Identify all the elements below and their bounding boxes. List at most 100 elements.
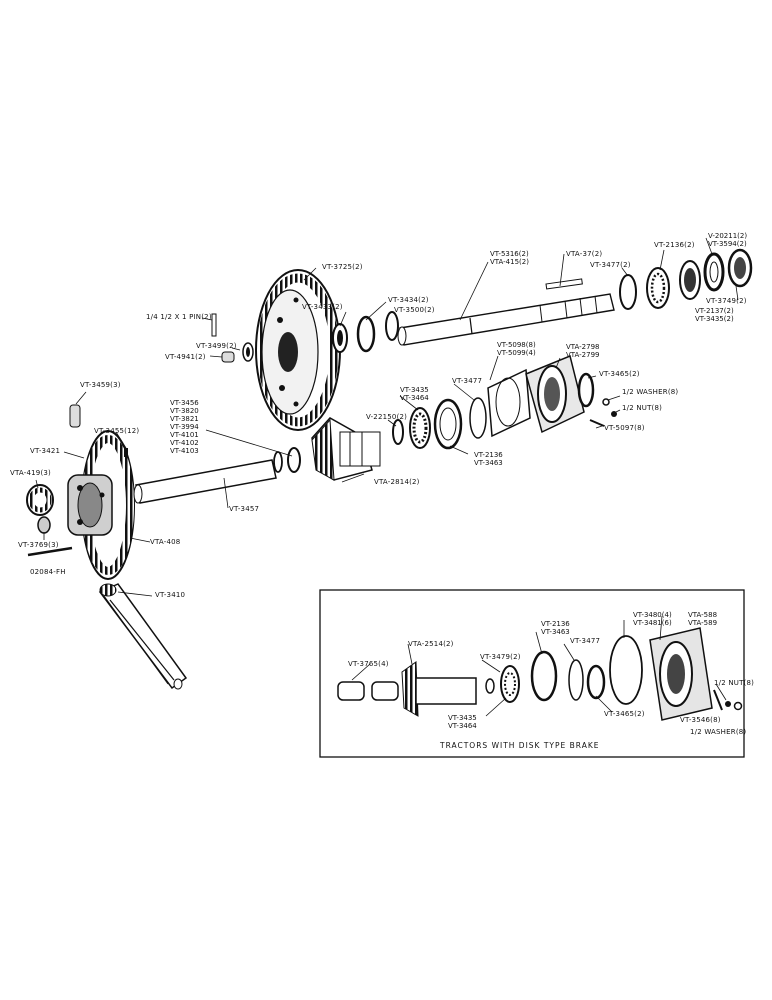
axle-3457 xyxy=(133,459,277,504)
label-vt3465-inset: VT-3465(2) xyxy=(604,710,645,718)
label-vt2136-mid: VT-2136 xyxy=(474,451,503,459)
label-vt3455: VT-3455(12) xyxy=(94,427,140,435)
bevel-gear-2814 xyxy=(311,417,381,481)
label-vt5316-group: VT-5316(2) VTA-415(2) xyxy=(490,250,529,266)
label-vt3434: VT-3434(2) xyxy=(388,296,429,304)
label-vt3477-mid: VT-3477 xyxy=(452,377,483,385)
label-vt5098-group: VT-5098(8) VT-5099(4) xyxy=(497,341,536,357)
small-left-parts xyxy=(211,313,254,363)
stack-item-4: VT-4101 xyxy=(170,431,199,439)
label-vta415: VTA-415(2) xyxy=(490,258,529,266)
washer-top-frac: 1/2 xyxy=(622,388,634,396)
label-vt3765: VT-3765(4) xyxy=(348,660,389,668)
label-vt3464-inset: VT-3464 xyxy=(448,722,477,730)
label-vta2798: VTA-2798 xyxy=(566,343,600,351)
label-vta37: VTA-37(2) xyxy=(566,250,603,258)
washer-3456 xyxy=(273,451,283,473)
label-vt3594: VT-3594(2) xyxy=(708,240,747,248)
label-vt3421: VT-3421 xyxy=(30,447,61,455)
upper-bearings xyxy=(619,248,753,310)
roller-3459 xyxy=(69,404,81,428)
inset-parts xyxy=(337,627,743,721)
washer-inset-text: WASHER(8) xyxy=(704,728,747,736)
label-vt5316: VT-5316(2) xyxy=(490,250,529,258)
label-vt3435-mid: VT-3435 xyxy=(400,386,429,394)
label-nut-inset: 1/2 NUT(8) xyxy=(714,679,754,687)
label-vt3463-inset: VT-3463 xyxy=(541,628,570,636)
label-vt5097: VT-5097(8) xyxy=(604,424,645,432)
label-vt3435-inset: VT-3435 xyxy=(448,714,477,722)
washer-top xyxy=(602,398,610,406)
label-vt3464-mid: VT-3464 xyxy=(400,394,429,402)
label-vta2814: VTA-2814(2) xyxy=(374,478,420,486)
label-02084: 02084-FH xyxy=(30,568,66,576)
ring-22150 xyxy=(392,419,404,445)
inset-caption: TRACTORS WITH DISK TYPE BRAKE xyxy=(440,741,600,750)
nut-top xyxy=(611,411,617,417)
label-vt3477-top: VT-3477(2) xyxy=(590,261,631,269)
label-vt3481: VT-3481(6) xyxy=(633,619,672,627)
label-nut-top: 1/2 NUT(8) xyxy=(622,404,662,412)
upper-shaft xyxy=(397,278,615,346)
mid-upper-bearings xyxy=(332,311,399,353)
label-vt3480-group: VT-3480(4) VT-3481(6) xyxy=(633,611,672,627)
pinion-419 xyxy=(26,484,54,516)
stack-item-5: VT-4102 xyxy=(170,439,199,447)
label-vt3725: VT-3725(2) xyxy=(322,263,363,271)
label-washer-top: 1/2 WASHER(8) xyxy=(622,388,678,396)
label-vt3459: VT-3459(3) xyxy=(80,381,121,389)
label-vt2136-inset: VT-2136 xyxy=(541,620,570,628)
label-vt3749: VT-3749(2) xyxy=(706,297,747,305)
washer-top-text: WASHER(8) xyxy=(636,388,679,396)
label-vt3457: VT-3457 xyxy=(229,505,260,513)
leader-lines xyxy=(35,237,739,717)
label-vta589: VTA-589 xyxy=(688,619,718,627)
label-vta588-group: VTA-588 VTA-589 xyxy=(688,611,717,627)
pin-text: X 1 PIN(2) xyxy=(174,313,212,321)
label-vt3477-inset: VT-3477 xyxy=(570,637,601,645)
label-vt3499: VT-3499(2) xyxy=(196,342,237,350)
label-vt2137: VT-2137(2) xyxy=(695,307,734,315)
label-vt3500: VT-3500(2) xyxy=(394,306,435,314)
label-vt4941: VT-4941(2) xyxy=(165,353,206,361)
label-vt3463-mid: VT-3463 xyxy=(474,459,503,467)
label-vt3546: VT-3546(8) xyxy=(680,716,721,724)
label-washer-inset: 1/2 WASHER(8) xyxy=(690,728,746,736)
label-vt3480: VT-3480(4) xyxy=(633,611,672,619)
label-vt3435-group: VT-3435 VT-3464 xyxy=(400,386,429,402)
pin-frac-1: 1/4 xyxy=(146,313,158,321)
label-vta2514: VTA-2514(2) xyxy=(408,640,454,648)
ring-3465-top xyxy=(577,372,595,408)
label-vta419: VTA-419(3) xyxy=(10,469,51,477)
label-v20211-group: V-20211(2) VT-3594(2) xyxy=(708,232,747,248)
label-vt2137-group: VT-2137(2) VT-3435(2) xyxy=(695,307,734,323)
label-v22150: V-22150(2) xyxy=(366,413,408,421)
ring-gear xyxy=(255,269,341,431)
label-pin: 1/4 1/2 X 1 PIN(2) xyxy=(146,313,212,321)
mid-bearings xyxy=(409,397,487,450)
label-vt3465-top: VT-3465(2) xyxy=(599,370,640,378)
label-vta408: VTA-408 xyxy=(150,538,181,546)
label-vta2799: VTA-2799 xyxy=(566,351,600,359)
label-vt3410: VT-3410 xyxy=(155,591,186,599)
label-vt2136-group: VT-2136 VT-3463 xyxy=(474,451,503,467)
washer-inset-frac: 1/2 xyxy=(690,728,702,736)
label-vt5099: VT-5099(4) xyxy=(497,349,536,357)
label-vt3433: VT-3433(2) xyxy=(302,303,343,311)
nut-top-frac: 1/2 xyxy=(622,404,634,412)
label-vt5098: VT-5098(8) xyxy=(497,341,536,349)
nut-inset-text: NUT(8) xyxy=(728,679,755,687)
label-vt3435-top: VT-3435(2) xyxy=(695,315,734,323)
stack-item-2: VT-3821 xyxy=(170,415,199,423)
stack-item-0: VT-3456 xyxy=(170,399,199,407)
nut-top-text: NUT(8) xyxy=(636,404,663,412)
pinion-shaft-3410 xyxy=(98,583,188,690)
bolt-3455 xyxy=(124,448,128,457)
label-vt3479: VT-3479(2) xyxy=(480,653,521,661)
inset-frame xyxy=(319,589,745,758)
label-vt2136-top: VT-2136(2) xyxy=(654,241,695,249)
label-vt2136-inset-group: VT-2136 VT-3463 xyxy=(541,620,570,636)
label-vt3769: VT-3769(3) xyxy=(18,541,59,549)
nut-inset-frac: 1/2 xyxy=(714,679,726,687)
